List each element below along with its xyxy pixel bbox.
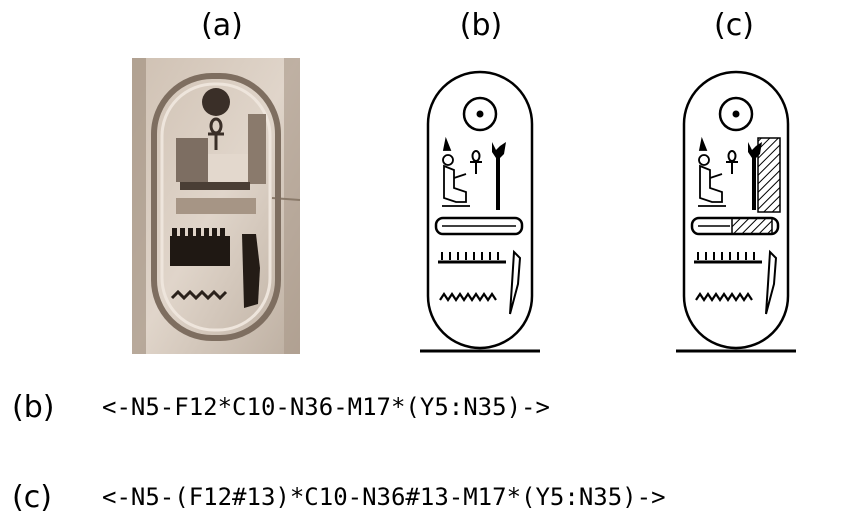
panel-label-a: (a) bbox=[201, 8, 243, 43]
encoding-code-b: <-N5-F12*C10-N36-M17*(Y5:N35)-> bbox=[102, 393, 550, 421]
cartouche-drawing-c bbox=[676, 70, 796, 353]
encoding-label-c: (c) bbox=[12, 480, 52, 515]
encoding-code-c: <-N5-(F12#13)*C10-N36#13-M17*(Y5:N35)-> bbox=[102, 483, 666, 511]
panel-label-c: (c) bbox=[714, 8, 754, 43]
cartouche-drawing-b bbox=[420, 70, 540, 353]
panel-label-b: (b) bbox=[459, 8, 503, 43]
cartouche-photo bbox=[132, 58, 300, 354]
encoding-label-b: (b) bbox=[12, 390, 55, 425]
